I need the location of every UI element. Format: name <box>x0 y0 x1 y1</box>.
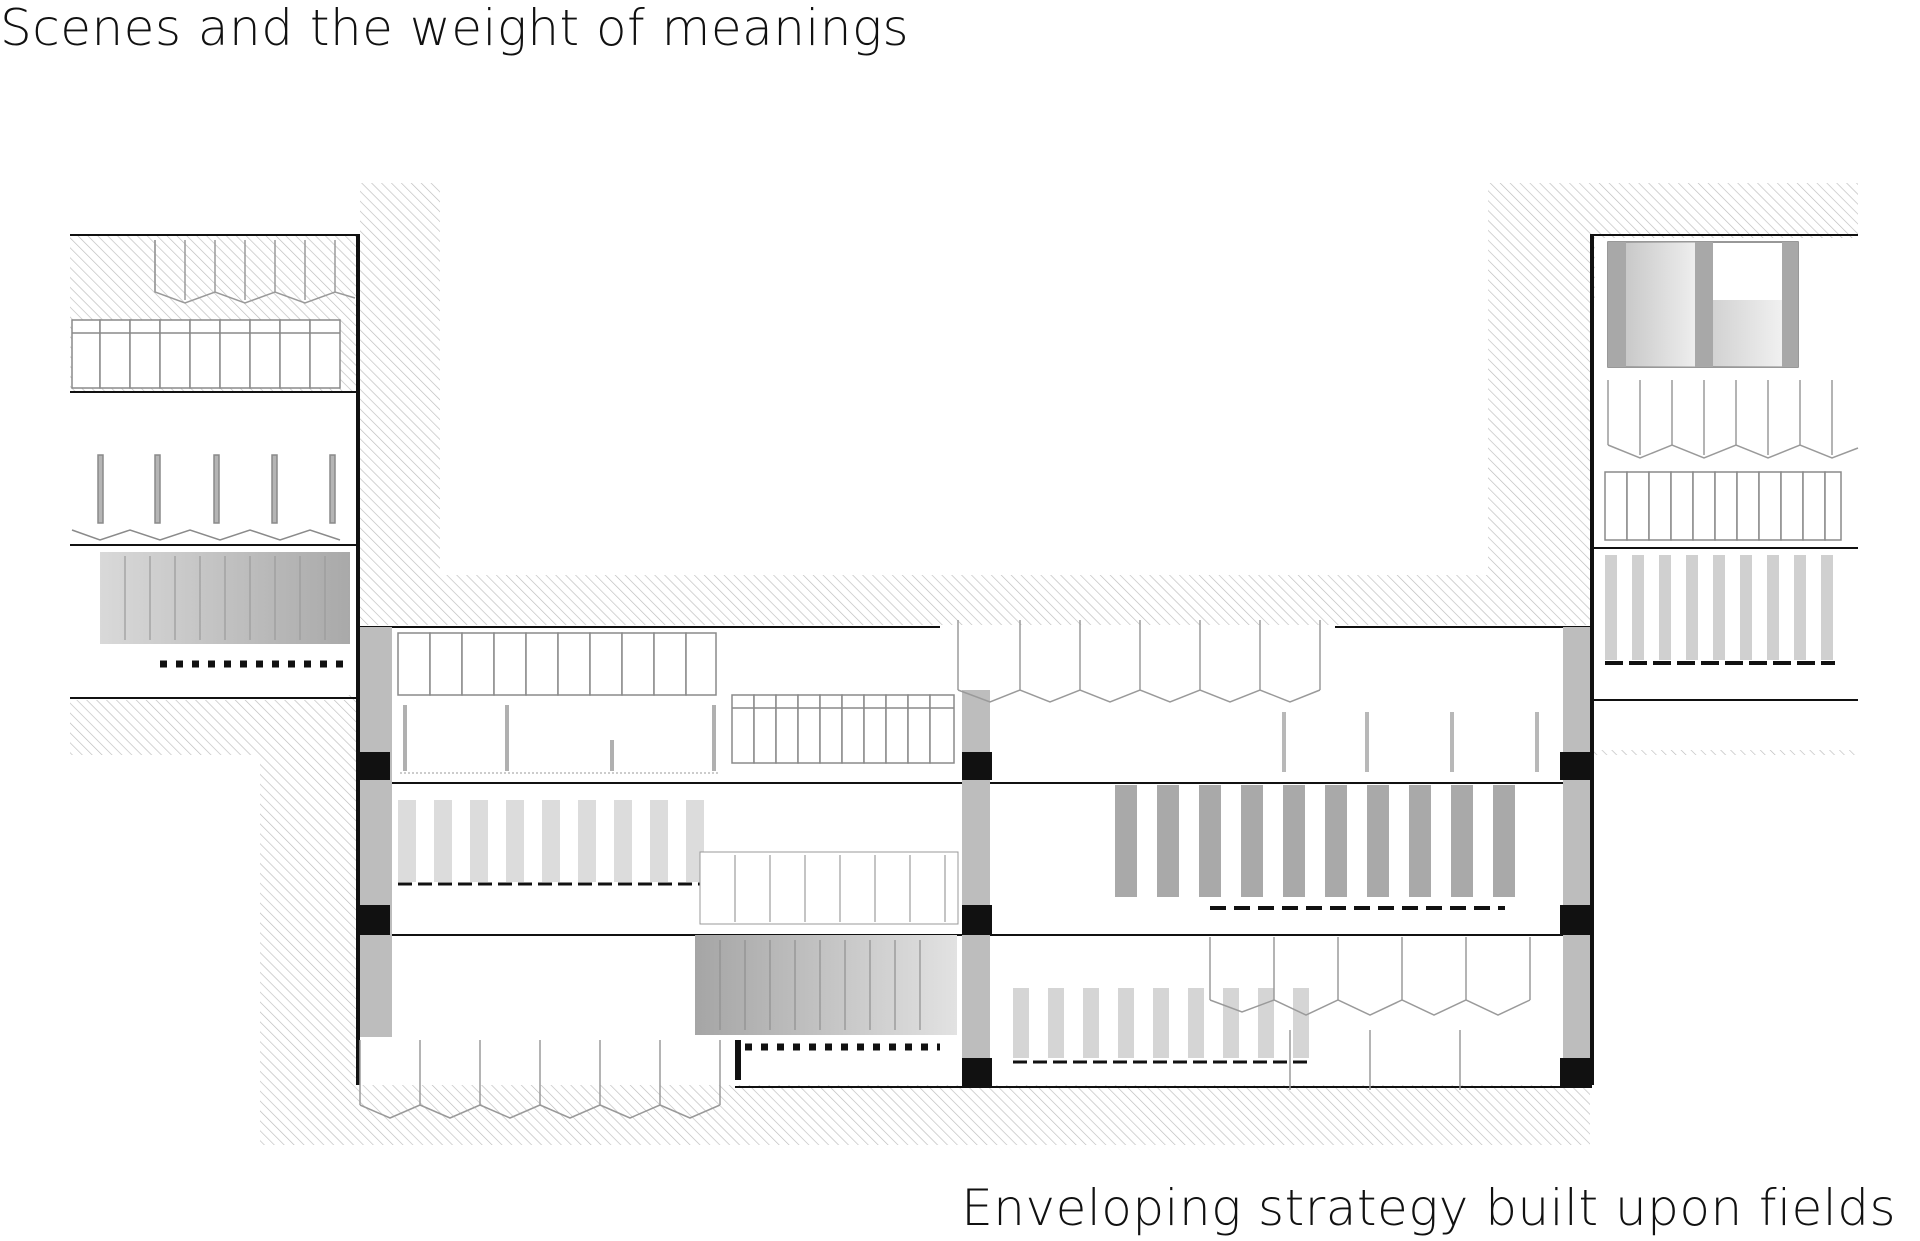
central-right-slim-panels <box>1280 705 1550 775</box>
left-curtains-row1 <box>154 240 356 304</box>
right-hanging-panels <box>1598 552 1858 665</box>
central-framed-panels-top <box>397 632 717 696</box>
basement-curtains <box>359 1040 721 1119</box>
floor3-right-curtains <box>1209 937 1531 1090</box>
column-nodes <box>357 752 1592 1087</box>
central-slim-panels-1 <box>400 705 720 774</box>
left-gray-curtain <box>100 552 350 668</box>
floor2-right-panels <box>1115 785 1515 910</box>
left-tower <box>70 234 360 1085</box>
left-framed-panels <box>71 319 341 389</box>
central-curtains-top <box>957 620 1321 703</box>
right-upper-box <box>1595 238 1858 368</box>
right-tower <box>1590 234 1858 1085</box>
page-subtitle: Enveloping strategy built upon fields <box>961 1179 1896 1237</box>
floor3-gray-curtain <box>695 935 957 1080</box>
right-curtains-row <box>1607 380 1859 459</box>
floor3-center-panels <box>1013 988 1310 1064</box>
left-hanging-panels <box>71 454 341 541</box>
right-framed-panels <box>1604 471 1842 541</box>
floor2-left-panels <box>398 800 959 925</box>
central-framed-panels-mid <box>731 694 955 764</box>
page-title: Scenes and the weight of meanings <box>0 0 910 57</box>
